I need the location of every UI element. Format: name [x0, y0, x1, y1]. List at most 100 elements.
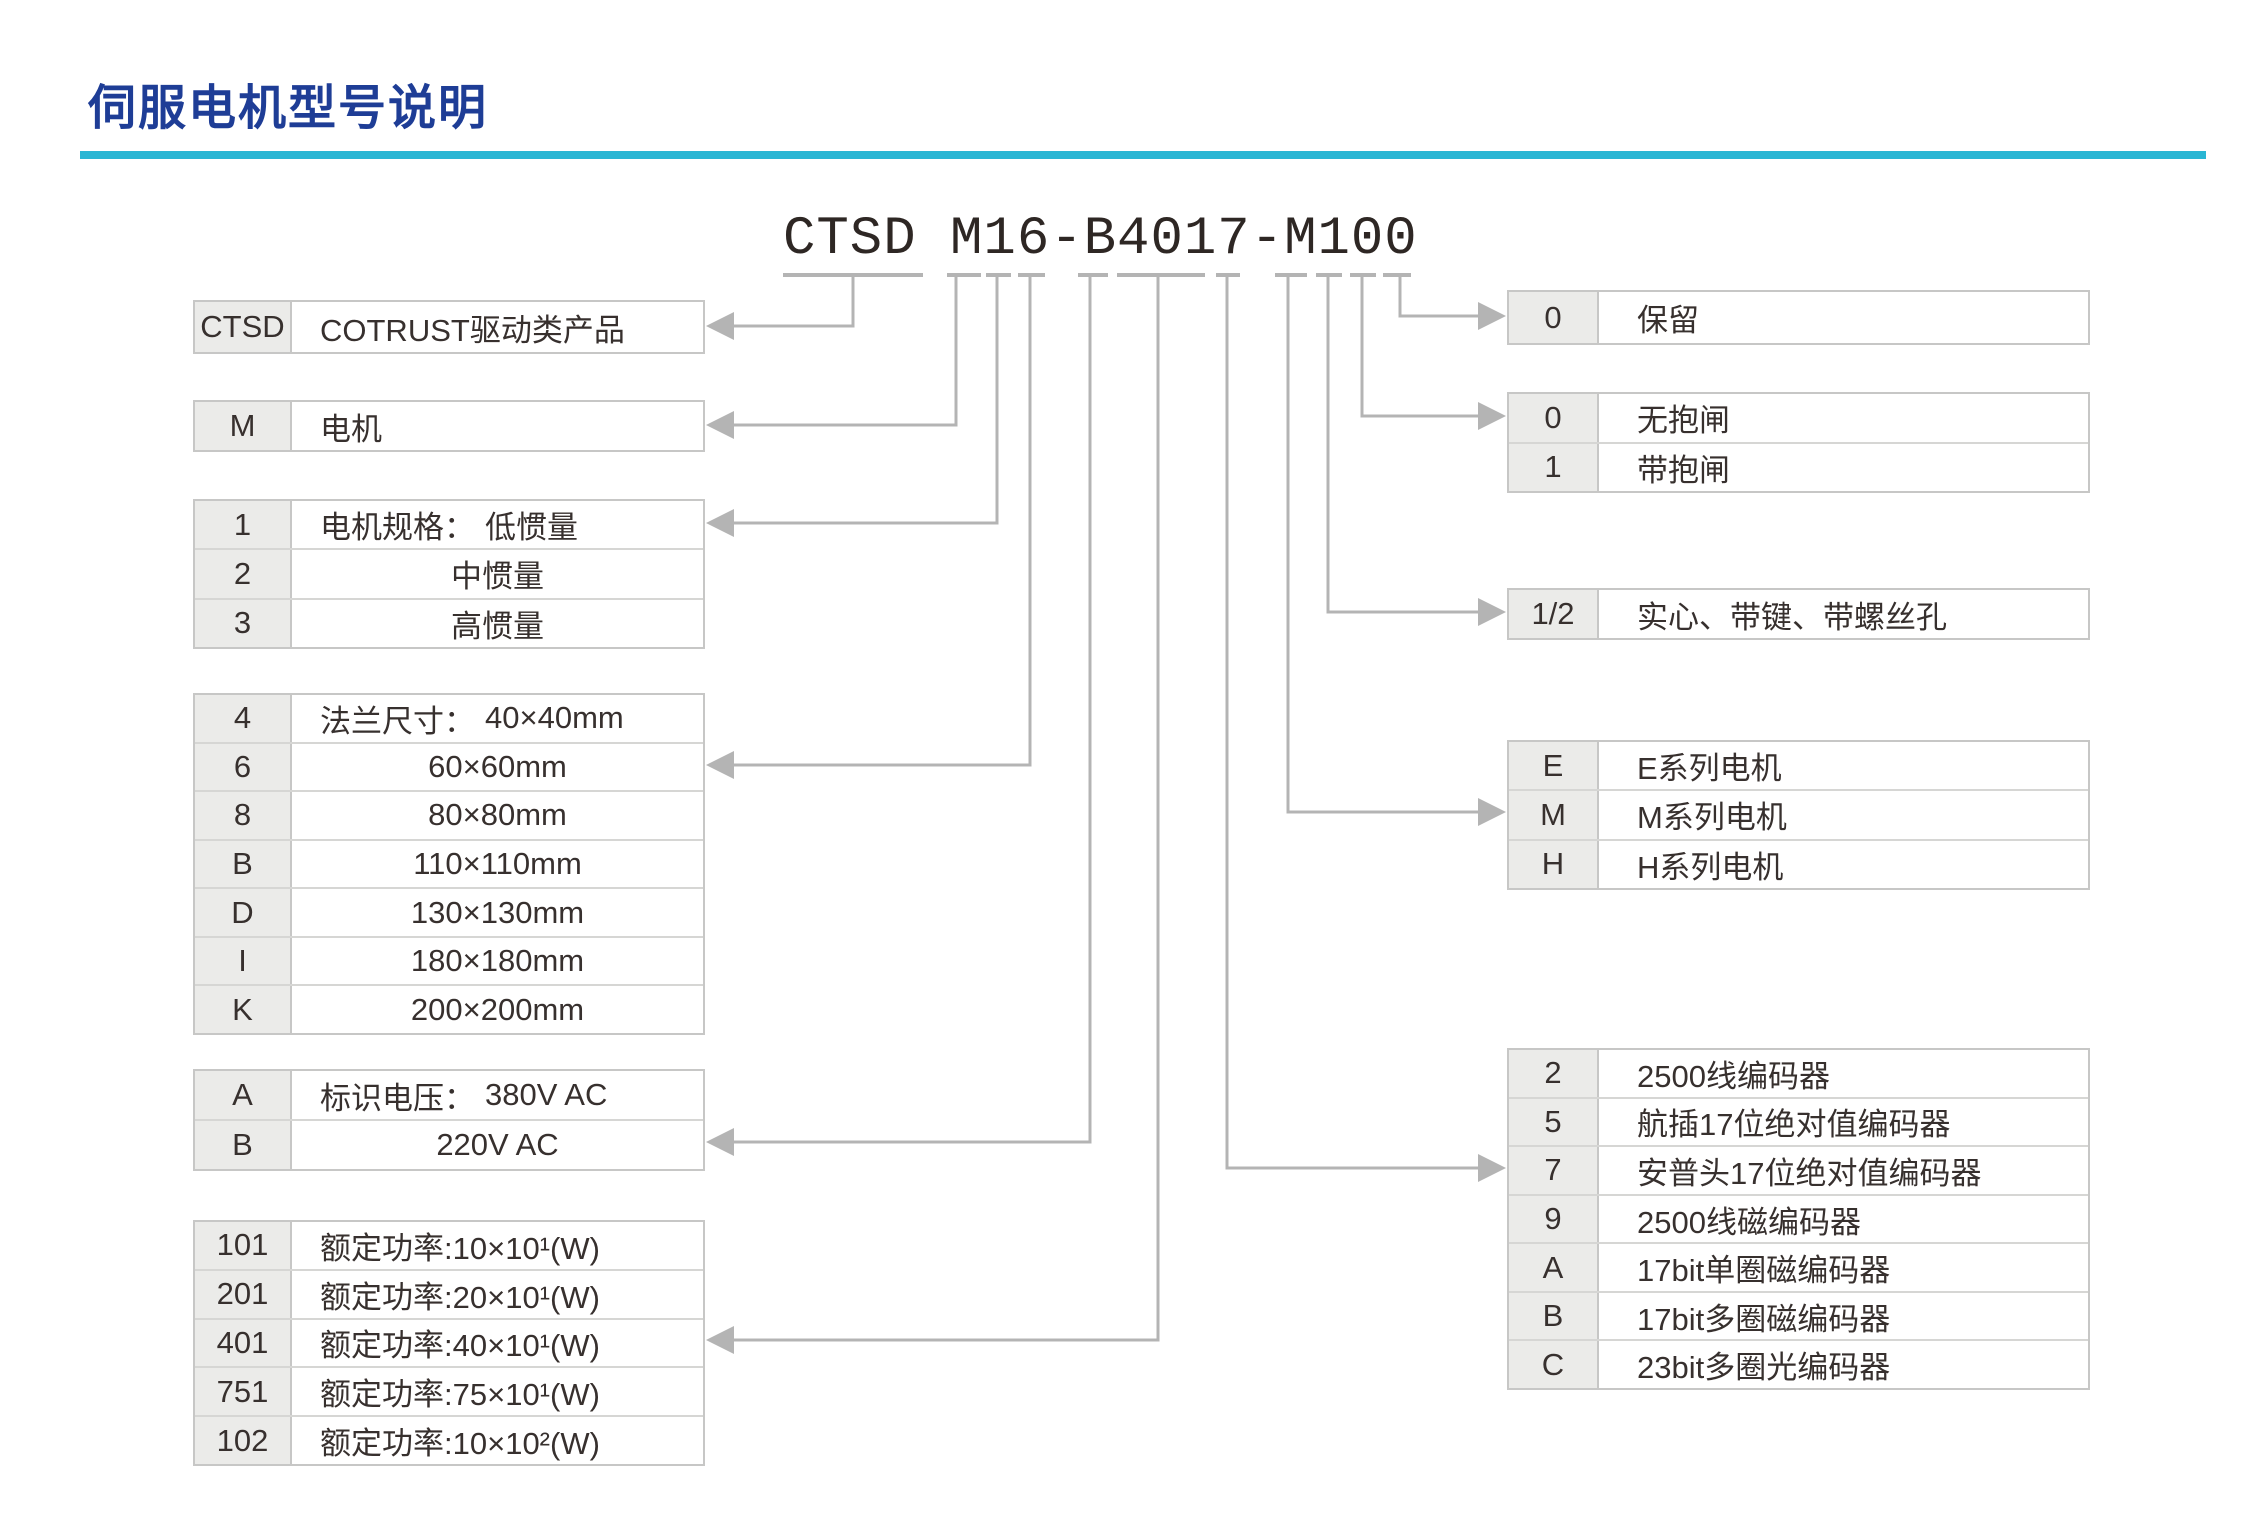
code-cell: 4: [195, 695, 292, 742]
table-row: H H系列电机: [1509, 838, 2088, 888]
description-value: 17bit单圈磁编码器: [1637, 1253, 1891, 1289]
description-cell: 航插17位绝对值编码器: [1599, 1099, 2088, 1146]
code-cell: 9: [1509, 1195, 1599, 1243]
code-cell: 7: [1509, 1147, 1599, 1194]
description-value: 电机: [320, 411, 382, 447]
description-cell: 200×200mm: [292, 986, 703, 1033]
table-row: 8 80×80mm: [195, 790, 703, 839]
description-value: 23bit多圈光编码器: [1637, 1350, 1891, 1386]
description-cell: 法兰尺寸：40×40mm: [292, 695, 703, 742]
description-value: 额定功率:40×10¹(W): [320, 1328, 600, 1364]
table-row: C 23bit多圈光编码器: [1509, 1339, 2088, 1389]
connector-ctsd: [734, 277, 855, 328]
description-value: 380V AC: [485, 1077, 608, 1112]
code-cell: M: [1509, 791, 1599, 839]
underline-ctsd: [783, 273, 923, 277]
arrowhead-left-icon: [706, 509, 734, 537]
description-cell: 2500线编码器: [1599, 1050, 2088, 1097]
underline-b: [1078, 273, 1108, 277]
description-value: 额定功率:10×10²(W): [320, 1426, 600, 1462]
code-cell: C: [1509, 1341, 1599, 1389]
description-cell: 80×80mm: [292, 792, 703, 839]
description-value: H系列电机: [1637, 849, 1784, 885]
code-cell: 401: [195, 1319, 292, 1367]
description-value: 80×80mm: [428, 797, 567, 833]
description-cell: 中惯量: [292, 550, 703, 597]
description-cell: 实心、带键、带螺丝孔: [1599, 590, 2088, 638]
code-cell: 3: [195, 599, 292, 647]
code-cell: 2: [1509, 1050, 1599, 1097]
description-cell: 标识电压：380V AC: [292, 1071, 703, 1119]
description-value: 额定功率:20×10¹(W): [320, 1279, 600, 1315]
description-cell: 23bit多圈光编码器: [1599, 1341, 2088, 1388]
description-cell: 额定功率:40×10¹(W): [292, 1320, 703, 1367]
underline-0a: [1350, 273, 1376, 277]
description-cell: 额定功率:10×10¹(W): [292, 1222, 703, 1269]
code-cell: H: [1509, 840, 1599, 888]
code-cell: 201: [195, 1270, 292, 1318]
arrowhead-right-icon: [1478, 402, 1506, 430]
description-value: 带抱闸: [1637, 452, 1730, 488]
code-cell: 0: [1509, 292, 1599, 343]
description-cell: 额定功率:10×10²(W): [292, 1417, 703, 1464]
code-cell: B: [1509, 1292, 1599, 1340]
description-cell: 保留: [1599, 292, 2088, 343]
code-cell: CTSD: [195, 302, 292, 352]
page-title: 伺服电机型号说明: [88, 82, 489, 135]
description-value: 安普头17位绝对值编码器: [1637, 1155, 1982, 1191]
table-row: M M系列电机: [1509, 789, 2088, 839]
connector-flange: [734, 277, 1032, 767]
description-value: 200×200mm: [410, 991, 585, 1027]
table-row: 201 额定功率:20×10¹(W): [195, 1268, 703, 1318]
description-label: 电机规格：: [320, 510, 475, 546]
description-value: M系列电机: [1637, 800, 1787, 836]
code-cell: B: [195, 840, 292, 888]
connector-series: [1286, 277, 1478, 814]
description-value: 低惯量: [485, 510, 578, 546]
code-cell: K: [195, 986, 292, 1034]
description-value: 17bit多圈磁编码器: [1637, 1301, 1891, 1337]
code-cell: E: [1509, 742, 1599, 790]
description-cell: 17bit多圈磁编码器: [1599, 1293, 2088, 1340]
description-cell: M系列电机: [1599, 791, 2088, 838]
code-cell: 1/2: [1509, 590, 1599, 638]
description-value: 额定功率:75×10¹(W): [320, 1377, 600, 1413]
table-row: 102 额定功率:10×10²(W): [195, 1415, 703, 1464]
description-cell: 180×180mm: [292, 938, 703, 985]
code-cell: 101: [195, 1222, 292, 1269]
model-number: CTSD M16-B4017-M100: [783, 209, 1418, 270]
description-cell: 无抱闸: [1599, 394, 2088, 442]
underline-1: [986, 273, 1011, 277]
code-cell: A: [195, 1071, 292, 1119]
connector-spec: [734, 277, 999, 525]
arrowhead-left-icon: [706, 312, 734, 340]
description-value: 40×40mm: [485, 700, 624, 736]
connector-power: [734, 277, 1160, 1342]
connector-shaft: [1326, 277, 1478, 614]
description-value: 2500线编码器: [1637, 1058, 1830, 1094]
description-value: 保留: [1637, 303, 1699, 338]
code-cell: 102: [195, 1417, 292, 1464]
code-cell: I: [195, 937, 292, 985]
arrowhead-right-icon: [1478, 302, 1506, 330]
description-cell: E系列电机: [1599, 742, 2088, 789]
code-cell: 8: [195, 792, 292, 839]
